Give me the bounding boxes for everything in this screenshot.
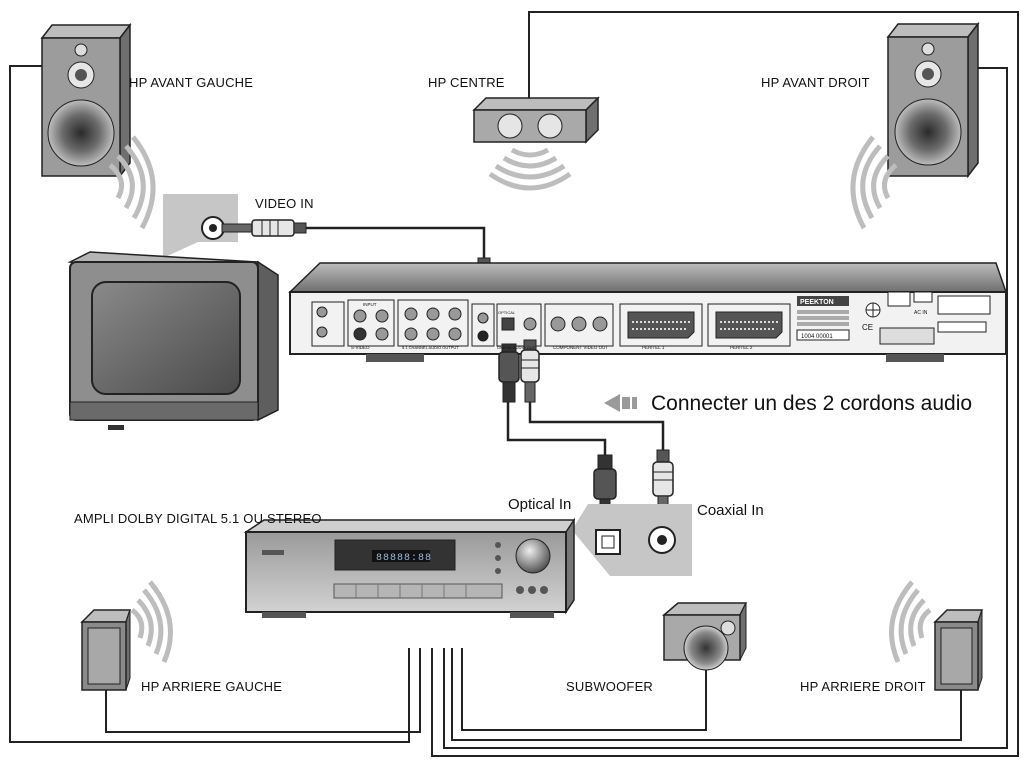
player-digital-audio-out: [496, 303, 542, 347]
amplifier: [243, 517, 576, 618]
rear-right-speaker: [933, 609, 984, 691]
front-left-sound-waves: [108, 135, 156, 230]
player-51-output-label: 5.1 CHANNEL AUDIO OUTPUT: [402, 345, 459, 350]
label-rear-right: HP ARRIERE DROIT: [800, 679, 926, 694]
label-video-in: VIDEO IN: [255, 196, 314, 211]
player-coaxial-plug: [520, 339, 540, 403]
label-front-right: HP AVANT DROIT: [761, 75, 870, 90]
tv-video-in-callout: [163, 194, 238, 258]
label-center: HP CENTRE: [428, 75, 505, 90]
label-amplifier: AMPLI DOLBY DIGITAL 5.1 OU STEREO: [74, 511, 322, 526]
center-sound-waves: [488, 147, 572, 191]
player-panel-text: PEEKTON 1004 00001 PERITEL 1 PERITEL 2 C…: [351, 299, 928, 564]
amp-display-readout: 88888:88: [376, 553, 432, 564]
amp-coaxial-plug: [652, 449, 674, 511]
player-peritel-1-label: PERITEL 1: [642, 345, 665, 350]
player-brand: PEEKTON: [800, 299, 834, 306]
player-peritel-2: [707, 303, 791, 347]
player-peritel-2-label: PERITEL 2: [730, 345, 753, 350]
center-speaker: [472, 96, 600, 144]
label-coaxial-in: Coaxial In: [697, 502, 764, 519]
player-svideo-label: S-VIDEO: [351, 345, 370, 350]
amp-optical-plug: [593, 454, 617, 512]
player-optical-plug: [498, 343, 520, 403]
player-optical-label: OPTICAL: [498, 310, 516, 315]
front-right-speaker: [886, 21, 980, 179]
rear-left-sound-waves: [130, 580, 173, 663]
player-ce-mark: CE: [862, 323, 873, 332]
label-subwoofer: SUBWOOFER: [566, 679, 654, 694]
label-instruction: Connecter un des 2 cordons audio: [651, 392, 973, 415]
dvd-player: [288, 262, 1008, 362]
speaker-wires: [9, 11, 1019, 757]
player-component-video-out: [544, 303, 614, 347]
player-ac-in-label: AC IN: [914, 310, 928, 316]
rear-left-speaker: [80, 609, 132, 691]
label-optical-in: Optical In: [508, 496, 572, 513]
label-rear-left: HP ARRIERE GAUCHE: [141, 679, 283, 694]
television: [67, 251, 279, 430]
player-label-area: [796, 291, 991, 345]
player-component-label: COMPONENT VIDEO OUT: [553, 345, 608, 350]
front-right-sound-waves: [850, 135, 898, 230]
player-jacks-left: [311, 299, 495, 347]
player-input-label: INPUT: [363, 302, 377, 307]
front-left-speaker: [40, 22, 132, 179]
label-front-left: HP AVANT GAUCHE: [129, 75, 254, 90]
video-rca-plug: [221, 219, 307, 237]
player-peritel-1: [619, 303, 703, 347]
rear-right-sound-waves: [889, 580, 932, 663]
player-digital-audio-label: DIGITAL AUDIO OUT: [497, 345, 536, 350]
instruction-arrow-icon: [604, 394, 637, 412]
amp-input-callout: [572, 504, 692, 576]
subwoofer: [661, 602, 748, 671]
player-serial: 1004 00001: [801, 334, 833, 340]
